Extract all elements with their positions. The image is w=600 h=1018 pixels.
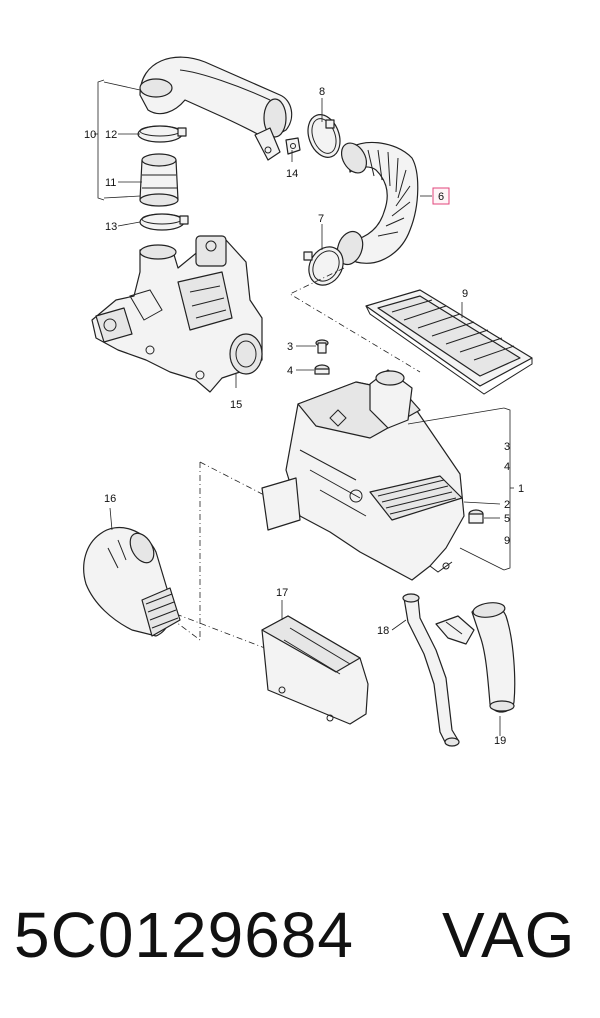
intake-pipe-part [139, 56, 293, 161]
callout-11: 11 [105, 177, 116, 189]
callout-6: 6 [438, 191, 444, 203]
clamp-13-part [139, 213, 189, 231]
air-filter-element-part [365, 289, 533, 395]
callout-8: 8 [319, 86, 325, 98]
callout-labels: 10 12 11 13 8 14 7 6 9 3 4 15 3 4 1 2 5 … [84, 86, 524, 747]
connector-line [199, 461, 271, 499]
corrugated-hose-part [336, 141, 419, 266]
leader-lines [94, 79, 514, 736]
air-filter-housing-part [261, 369, 465, 581]
grommet-5-part [468, 509, 484, 524]
callout-18: 18 [377, 625, 389, 637]
parts-diagram: 10 12 11 13 8 14 7 6 9 3 4 15 3 4 1 2 5 … [83, 56, 533, 747]
grommet-4-part [314, 364, 330, 375]
callout-17: 17 [276, 587, 288, 599]
callout-2: 2 [504, 499, 510, 511]
callout-4-right: 4 [504, 461, 510, 473]
bracket-14-part [285, 137, 301, 155]
rubber-hose-part [471, 602, 516, 713]
sleeve-11-part [139, 153, 179, 207]
clamp-8-part [307, 114, 341, 158]
callout-9-top: 9 [462, 288, 468, 300]
callout-4-left: 4 [287, 365, 293, 377]
resonator-box-part [261, 615, 369, 725]
clamp-7-part [303, 246, 344, 286]
callout-3-left: 3 [287, 341, 293, 353]
callout-10: 10 [84, 129, 96, 141]
callout-19: 19 [494, 735, 506, 747]
intake-duct-part [83, 526, 181, 637]
part-caption: 5C0129684 VAG [0, 880, 600, 1000]
clamp-12-part [137, 125, 187, 143]
part-number: 5C0129684 [14, 899, 354, 971]
callout-1: 1 [518, 483, 524, 495]
bolt-3-part [315, 339, 329, 354]
callout-9-right: 9 [504, 535, 510, 547]
drain-hose-part [402, 593, 475, 747]
throttle-assembly-part [91, 235, 263, 393]
callout-7: 7 [318, 213, 324, 225]
callout-13: 13 [105, 221, 117, 233]
callout-5: 5 [504, 513, 510, 525]
callout-3-right: 3 [504, 441, 510, 453]
callout-12: 12 [105, 129, 117, 141]
connector-line [289, 267, 421, 373]
callout-16: 16 [104, 493, 116, 505]
callout-15: 15 [230, 399, 242, 411]
connector-line [175, 613, 271, 651]
brand-name: VAG [442, 899, 576, 971]
callout-14: 14 [286, 168, 298, 180]
callout-6-highlight: 6 [432, 187, 450, 205]
